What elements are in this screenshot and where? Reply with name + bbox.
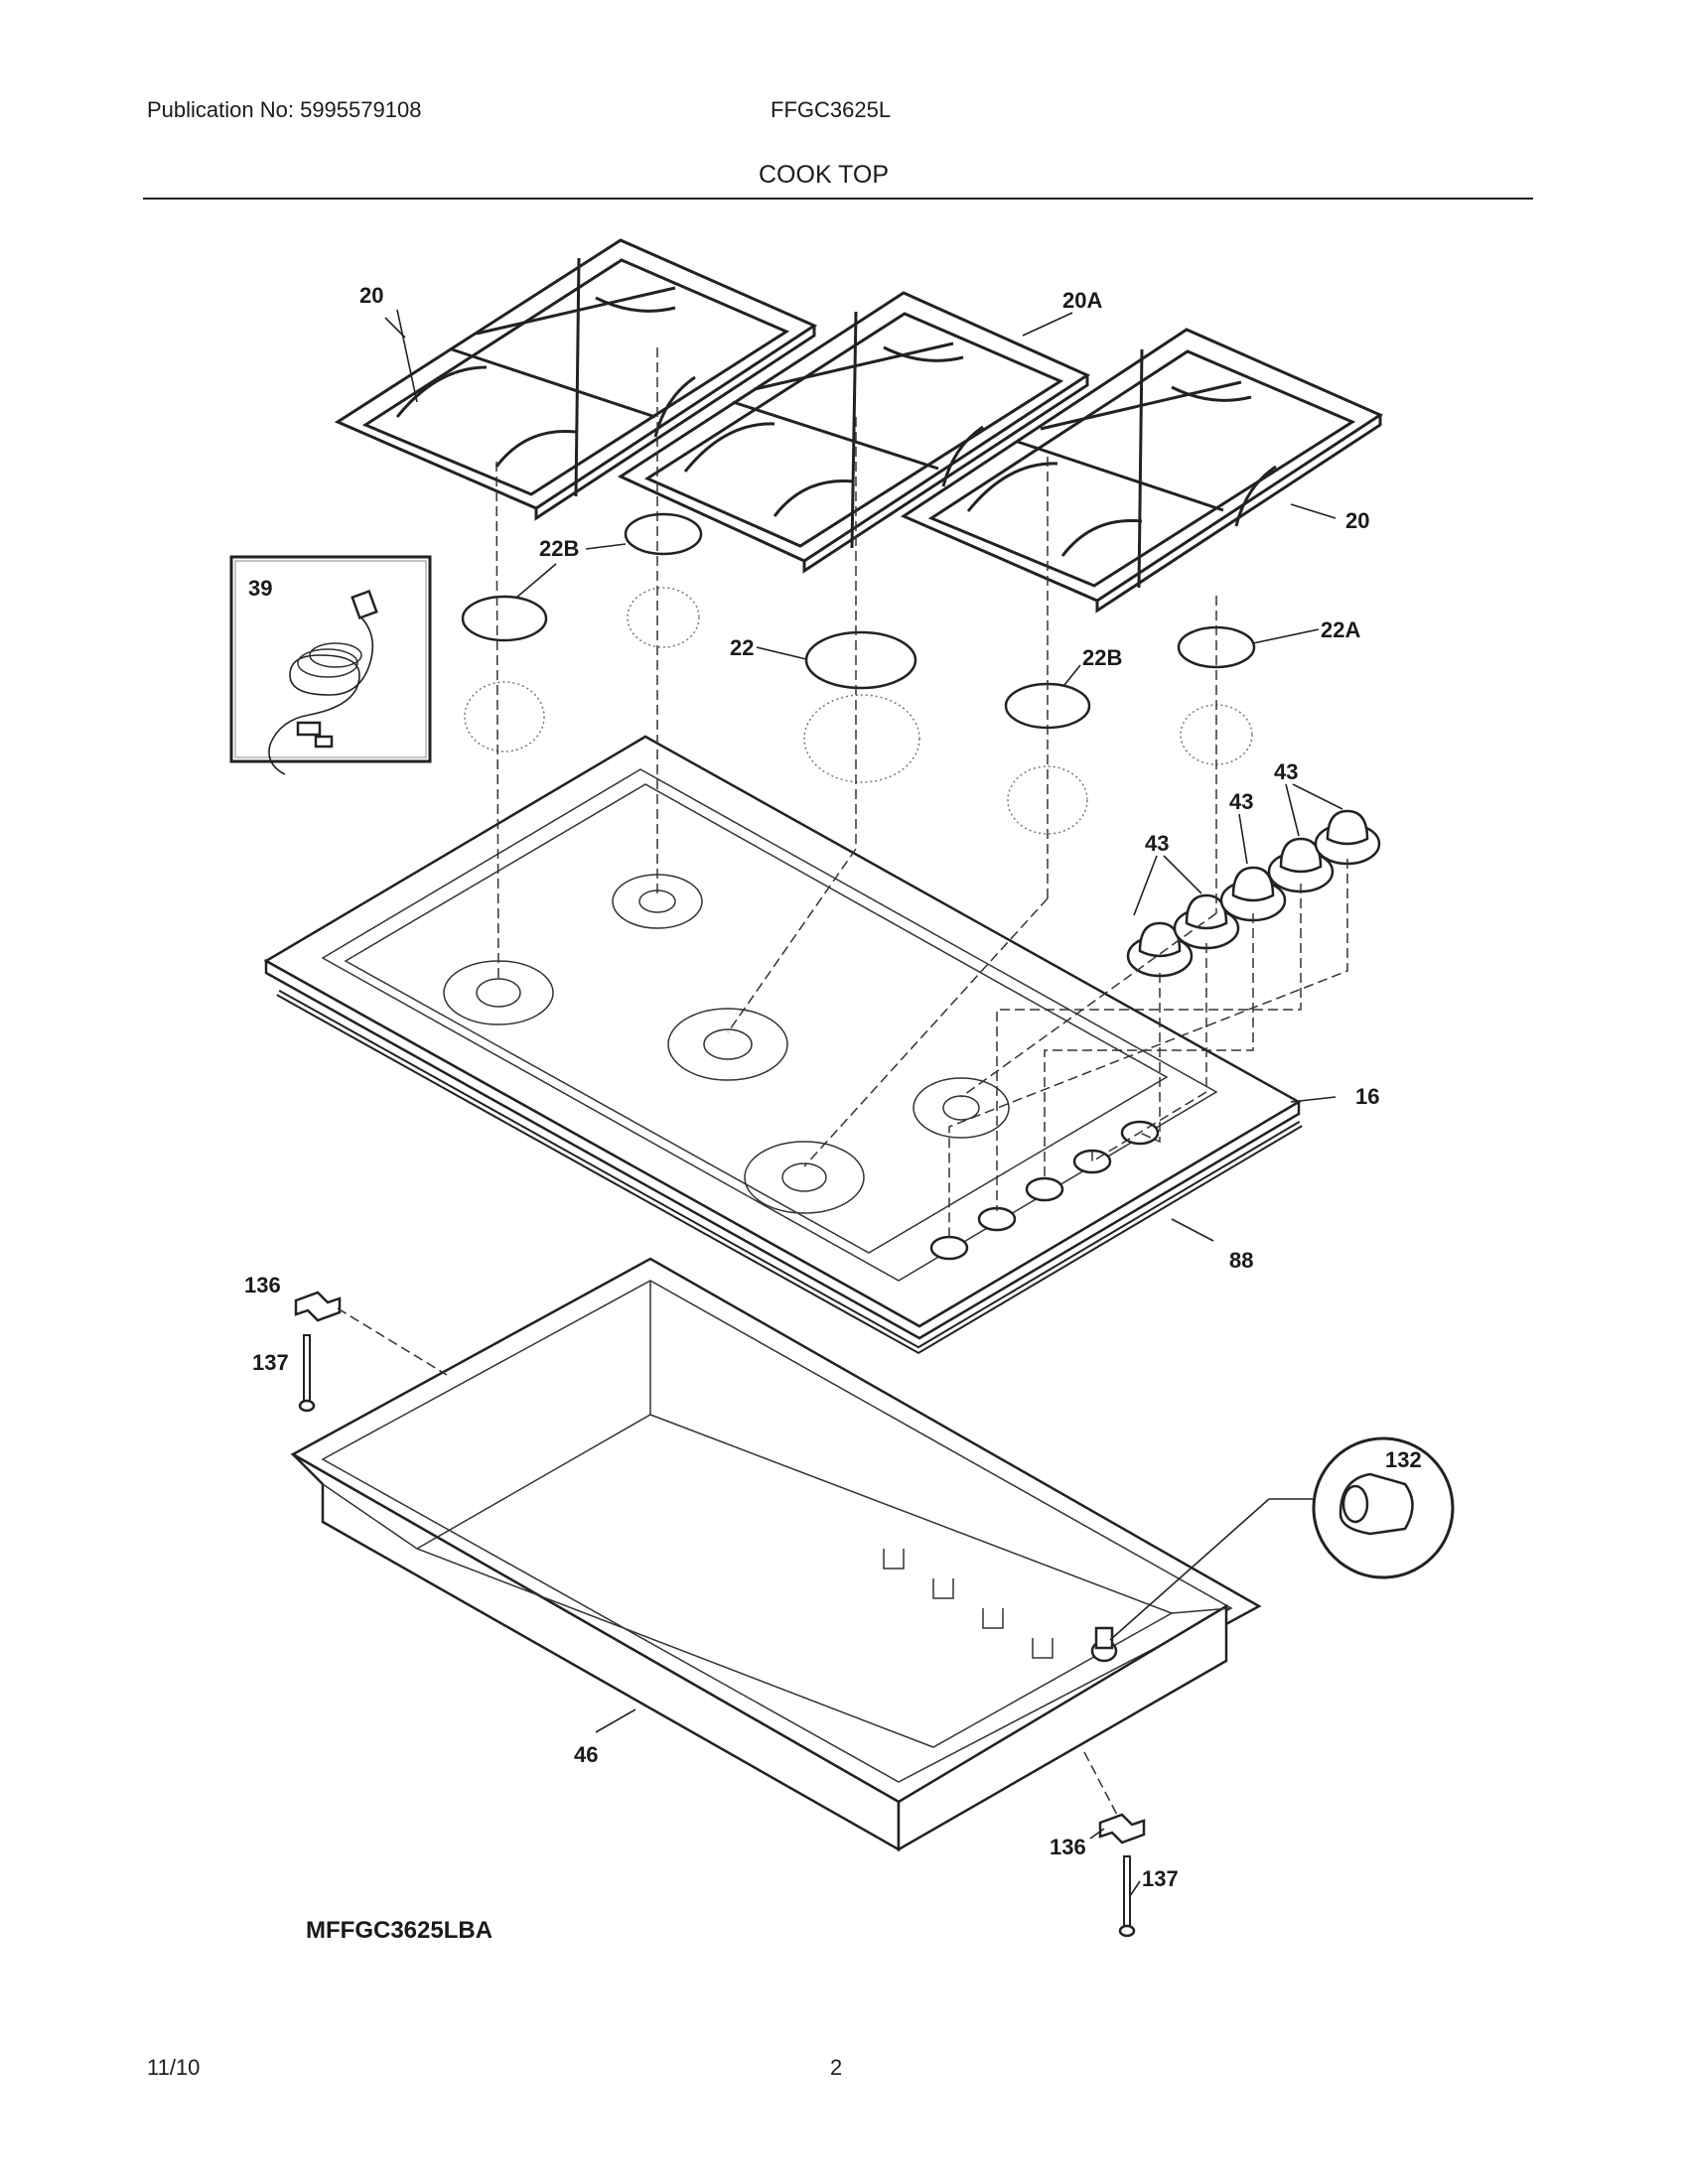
section-title: COOK TOP <box>759 161 890 189</box>
callout-gasket: 88 <box>1229 1248 1253 1273</box>
burner-box <box>290 1257 1262 1852</box>
power-cord-inset <box>229 555 432 775</box>
callout-grate-right: 20 <box>1345 508 1369 533</box>
bracket-left <box>294 1291 448 1376</box>
header-rule <box>143 198 1533 200</box>
grate-left <box>334 238 818 521</box>
grate-right <box>900 328 1384 614</box>
bracket-right <box>1083 1751 1146 1844</box>
footer-date: 11/10 <box>147 2055 201 2080</box>
valve-inset <box>1109 1436 1455 1641</box>
callout-knob-right-pair: 43 <box>1274 759 1298 784</box>
callout-cap-center: 22 <box>730 635 754 660</box>
callout-bracket-right: 136 <box>1050 1835 1086 1859</box>
callout-grate-center: 20A <box>1062 288 1102 313</box>
screw-right <box>1118 1855 1136 1938</box>
callout-bracket-left: 136 <box>244 1273 281 1297</box>
cooktop <box>263 735 1302 1340</box>
publication-number: Publication No: 5995579108 <box>147 97 422 122</box>
leader-lines <box>384 309 1343 1897</box>
callout-power-cord: 39 <box>248 576 272 601</box>
callout-cap-left: 22B <box>539 536 579 561</box>
callout-screw-right: 137 <box>1142 1866 1179 1891</box>
explosion-lines <box>495 347 1348 1241</box>
callout-knob-pair: 43 <box>1145 831 1169 856</box>
control-knobs <box>1126 809 1381 978</box>
callout-cap-right: 22A <box>1321 617 1360 642</box>
diagram-code: MFFGC3625LBA <box>306 1917 492 1944</box>
model-number: FFGC3625L <box>771 97 892 122</box>
screw-left <box>298 1334 316 1413</box>
callout-burner-box: 46 <box>574 1742 598 1767</box>
callout-cooktop: 16 <box>1355 1084 1379 1109</box>
page-number: 2 <box>830 2055 843 2080</box>
grate-center <box>617 291 1091 574</box>
callout-grate-left: 20 <box>359 283 383 308</box>
burner-caps <box>461 512 1256 730</box>
callout-valve-inset: 132 <box>1385 1447 1422 1472</box>
gasket <box>276 989 1303 1355</box>
callout-cap-center-right: 22B <box>1082 645 1122 670</box>
callout-knob-single: 43 <box>1229 789 1253 814</box>
callout-screw-left: 137 <box>252 1350 289 1375</box>
